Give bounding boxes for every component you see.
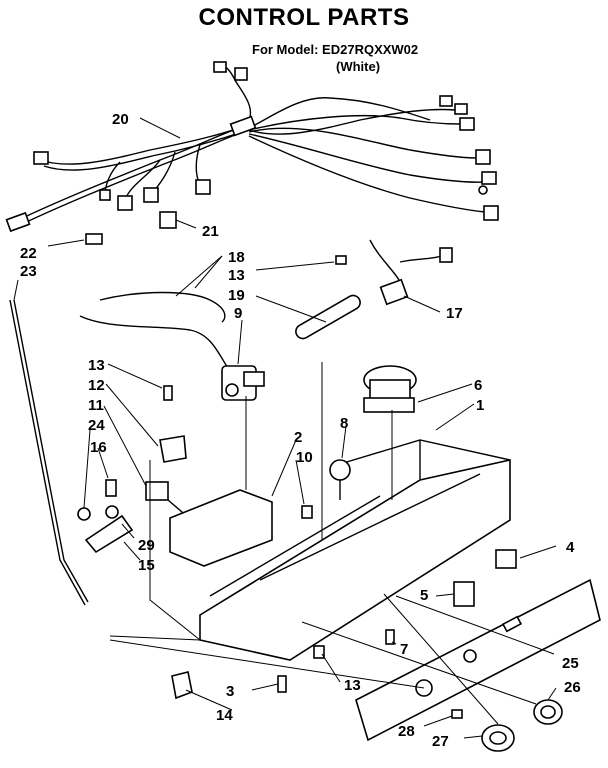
part-22 xyxy=(85,233,103,245)
screw-10 xyxy=(301,505,313,519)
callout-labels: 20 21 22 23 18 13 19 17 9 13 12 11 24 16… xyxy=(20,111,581,750)
screw-7 xyxy=(385,629,395,645)
callout-21: 21 xyxy=(202,223,219,240)
callout-23: 23 xyxy=(20,263,37,280)
callout-1: 1 xyxy=(476,397,484,414)
callout-25: 25 xyxy=(562,655,579,672)
thermostat-9 xyxy=(221,365,265,401)
callout-26: 26 xyxy=(564,679,581,696)
callout-11: 11 xyxy=(88,397,104,414)
header: CONTROL PARTS For Model: ED27RQXXW02 (Wh… xyxy=(0,0,608,80)
clip-14 xyxy=(171,671,193,700)
screw-13c xyxy=(313,645,325,659)
callout-20: 20 xyxy=(112,111,129,128)
front-panel-25 xyxy=(355,578,601,742)
callout-16: 16 xyxy=(90,439,107,456)
callout-13-top: 13 xyxy=(228,267,245,284)
wire-harness xyxy=(5,61,499,233)
leader-lines xyxy=(13,117,557,739)
callout-18: 18 xyxy=(228,249,245,266)
switch-5 xyxy=(453,581,475,607)
callout-14: 14 xyxy=(216,707,233,724)
page-title: CONTROL PARTS xyxy=(198,4,410,31)
callout-13-bottom: 13 xyxy=(344,677,361,694)
knob-8 xyxy=(329,459,351,481)
capillary-18 xyxy=(99,291,226,323)
color-note: (White) xyxy=(336,59,381,74)
callout-8: 8 xyxy=(340,415,348,432)
model-line: For Model: ED27RQXXW02 xyxy=(252,42,419,57)
screw-3 xyxy=(277,675,287,693)
part-17 xyxy=(369,239,453,306)
part-21 xyxy=(159,211,177,229)
callout-24: 24 xyxy=(88,417,105,434)
callout-13-left: 13 xyxy=(88,357,105,374)
screw-13b xyxy=(163,385,173,401)
damper-6 xyxy=(363,365,417,413)
control-housing-1 xyxy=(199,439,511,661)
callout-12: 12 xyxy=(88,377,105,394)
knob-27 xyxy=(481,724,515,752)
washer-24 xyxy=(77,507,91,521)
lever-15 xyxy=(84,514,134,554)
callout-22: 22 xyxy=(20,245,37,262)
clip-28 xyxy=(451,709,463,719)
knob-26 xyxy=(533,699,563,725)
callout-9: 9 xyxy=(234,305,242,322)
callout-17: 17 xyxy=(446,305,463,322)
callout-19: 19 xyxy=(228,287,245,304)
callout-3: 3 xyxy=(226,683,234,700)
screw-13 xyxy=(335,255,347,265)
washer-29 xyxy=(105,505,119,519)
part-19 xyxy=(295,294,361,340)
callout-10: 10 xyxy=(296,449,313,466)
callout-2: 2 xyxy=(294,429,302,446)
callout-27: 27 xyxy=(432,733,449,750)
bracket-2 xyxy=(169,489,273,567)
rod-23 xyxy=(9,299,86,606)
callout-5: 5 xyxy=(420,587,428,604)
callout-15: 15 xyxy=(138,557,155,574)
bracket-12 xyxy=(159,435,187,463)
callout-6: 6 xyxy=(474,377,482,394)
callout-28: 28 xyxy=(398,723,415,740)
callout-29: 29 xyxy=(138,537,155,554)
screw-16 xyxy=(105,479,117,497)
callout-7: 7 xyxy=(400,641,408,658)
callout-4: 4 xyxy=(566,539,575,556)
part-4 xyxy=(495,549,517,569)
